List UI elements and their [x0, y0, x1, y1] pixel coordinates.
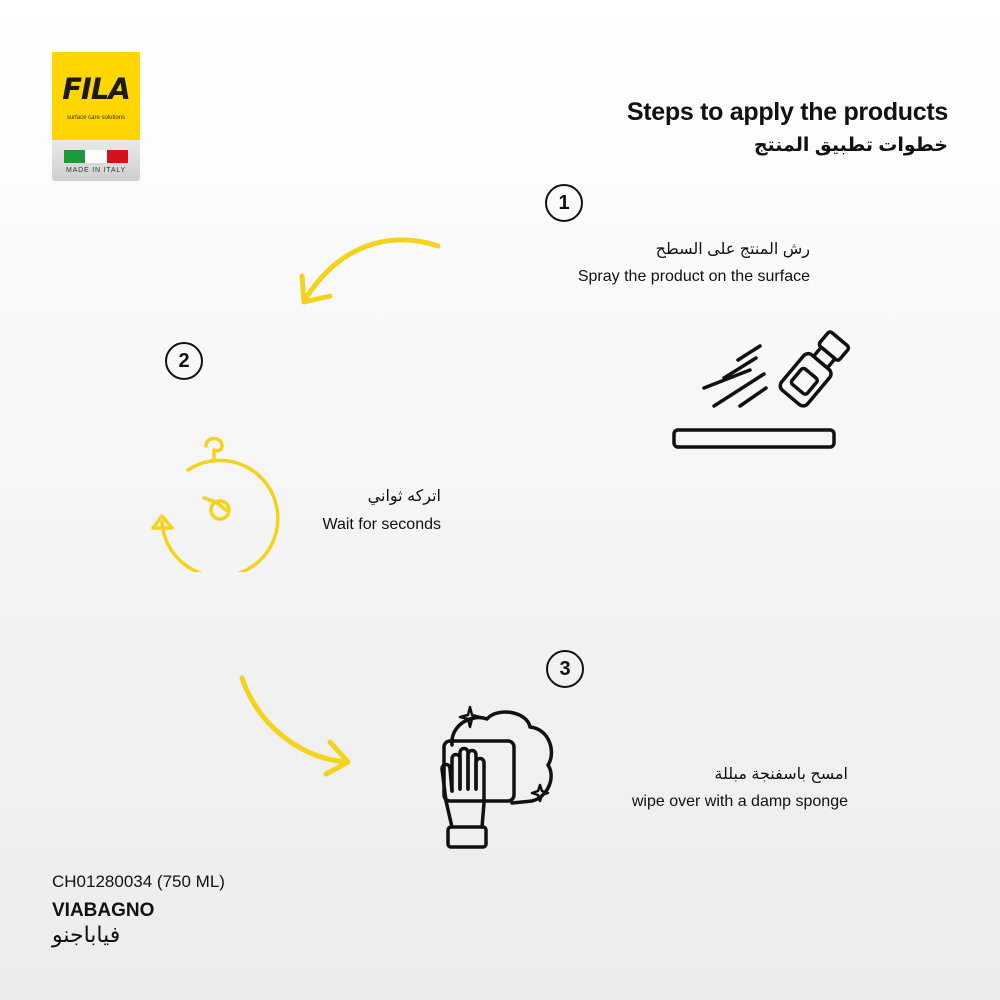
- fila-logo: FILA surface care solutions MADE IN ITAL…: [52, 52, 140, 181]
- page-title-arabic: خطوات تطبيق المنتج: [753, 135, 948, 156]
- spray-bottle-icon: [672, 330, 851, 449]
- step-1-text-arabic: رش المنتج على السطح: [655, 241, 810, 258]
- logo-wordmark: FILA: [62, 72, 131, 106]
- step-1-number: 1: [545, 184, 583, 222]
- product-name: VIABAGNO: [52, 900, 155, 921]
- step-3-text: wipe over with a damp sponge: [631, 793, 848, 810]
- step-3-text-arabic: امسح باسفنجة مبللة: [714, 766, 848, 783]
- logo-tagline: surface care solutions: [66, 115, 126, 121]
- step-1-text: Spray the product on the surface: [577, 268, 810, 285]
- step-2-text-arabic: اتركه ثواني: [367, 488, 441, 505]
- timer-icon: [151, 436, 280, 572]
- product-name-arabic: فياباجنو: [52, 922, 121, 947]
- italy-flag-icon: [64, 150, 128, 163]
- product-code: CH01280034 (750 ML): [52, 872, 225, 891]
- step-3-number: 3: [546, 650, 584, 688]
- curved-arrow-icon-2: [239, 675, 351, 777]
- made-in-label: MADE IN ITALY: [66, 167, 126, 174]
- step-2-text: Wait for seconds: [322, 516, 441, 533]
- logo-yellow-block: FILA surface care solutions: [52, 52, 140, 140]
- glove-sponge-icon: [440, 705, 554, 849]
- page-title: Steps to apply the products: [626, 98, 948, 126]
- step-2-number: 2: [165, 342, 203, 380]
- curved-arrow-icon: [299, 237, 441, 305]
